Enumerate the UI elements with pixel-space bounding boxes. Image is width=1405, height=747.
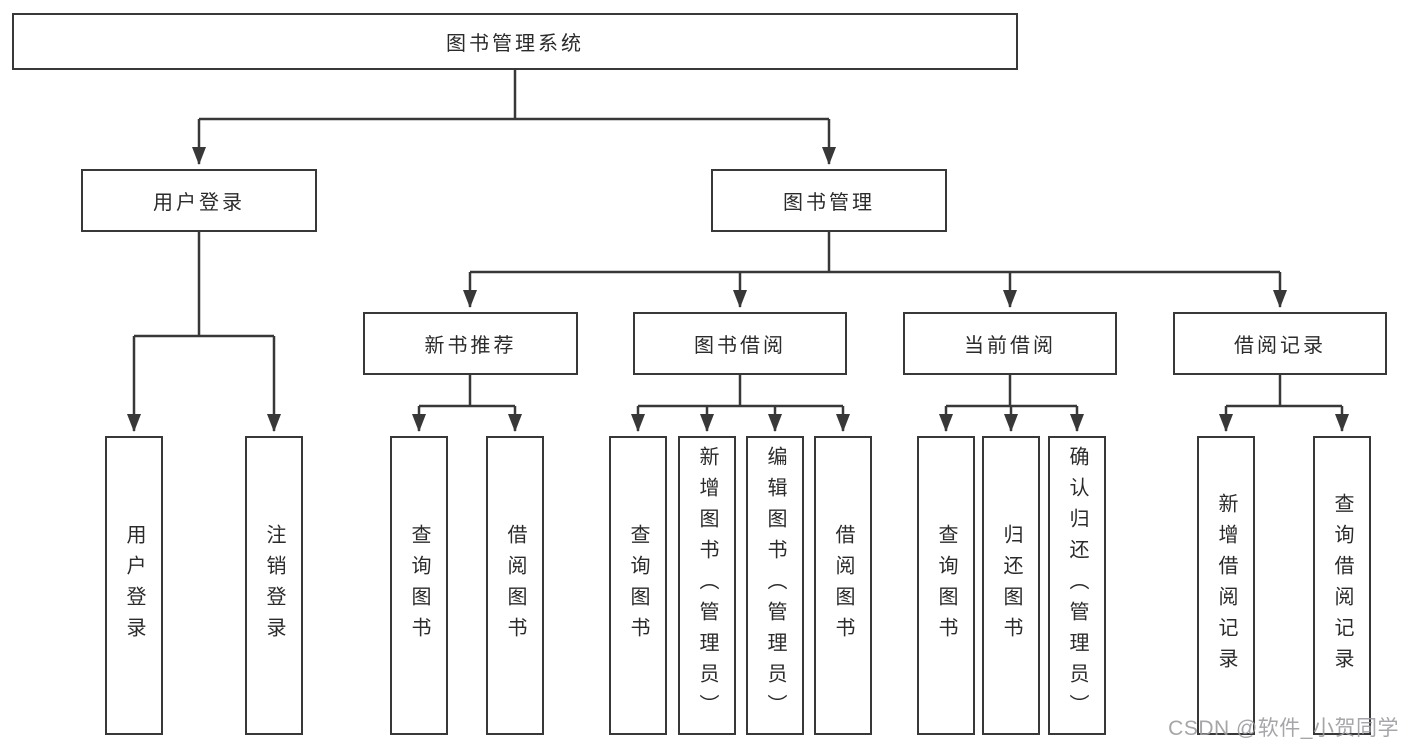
node-label: 图书借阅 xyxy=(694,335,786,357)
node-label: 新书推荐 xyxy=(424,335,517,357)
node-label: 图书管理 xyxy=(783,192,875,214)
leaf-label: 查询图书 xyxy=(935,523,957,648)
leaf-label: 编辑图书（管理员） xyxy=(764,446,786,725)
leaf-label: 借阅图书 xyxy=(504,523,526,648)
leaf-label: 查询借阅记录 xyxy=(1331,492,1353,679)
leaf-label: 注销登录 xyxy=(263,523,285,648)
node-book-borrow: 图书借阅 xyxy=(633,312,847,375)
leaf-edit-books-admin: 编辑图书（管理员） xyxy=(746,436,804,735)
leaf-borrow-books-recommend: 借阅图书 xyxy=(486,436,544,735)
node-label: 图书管理系统 xyxy=(446,33,584,55)
node-library-system: 图书管理系统 xyxy=(12,13,1018,70)
leaf-query-books-current: 查询图书 xyxy=(917,436,975,735)
leaf-query-borrow-record: 查询借阅记录 xyxy=(1313,436,1371,735)
leaf-add-books-admin: 新增图书（管理员） xyxy=(678,436,736,735)
leaf-label: 借阅图书 xyxy=(832,523,854,648)
leaf-query-books-borrow: 查询图书 xyxy=(609,436,667,735)
leaf-confirm-return-admin: 确认归还（管理员） xyxy=(1048,436,1106,735)
node-new-book-recommend: 新书推荐 xyxy=(363,312,578,375)
node-label: 借阅记录 xyxy=(1234,335,1326,357)
leaf-user-login: 用户登录 xyxy=(105,436,163,735)
leaf-add-borrow-record: 新增借阅记录 xyxy=(1197,436,1255,735)
leaf-label: 用户登录 xyxy=(123,523,145,648)
leaf-borrow-books: 借阅图书 xyxy=(814,436,872,735)
leaf-query-books-recommend: 查询图书 xyxy=(390,436,448,735)
node-current-borrow: 当前借阅 xyxy=(903,312,1117,375)
node-user-login: 用户登录 xyxy=(81,169,317,232)
node-book-management: 图书管理 xyxy=(711,169,947,232)
leaf-label: 查询图书 xyxy=(627,523,649,648)
node-label: 用户登录 xyxy=(153,192,245,214)
leaf-label: 新增借阅记录 xyxy=(1215,492,1237,679)
leaf-return-books: 归还图书 xyxy=(982,436,1040,735)
leaf-label: 新增图书（管理员） xyxy=(696,446,718,725)
leaf-logout: 注销登录 xyxy=(245,436,303,735)
leaf-label: 确认归还（管理员） xyxy=(1066,446,1088,725)
leaf-label: 查询图书 xyxy=(408,523,430,648)
leaf-label: 归还图书 xyxy=(1000,523,1022,648)
node-borrow-records: 借阅记录 xyxy=(1173,312,1387,375)
node-label: 当前借阅 xyxy=(964,335,1056,357)
